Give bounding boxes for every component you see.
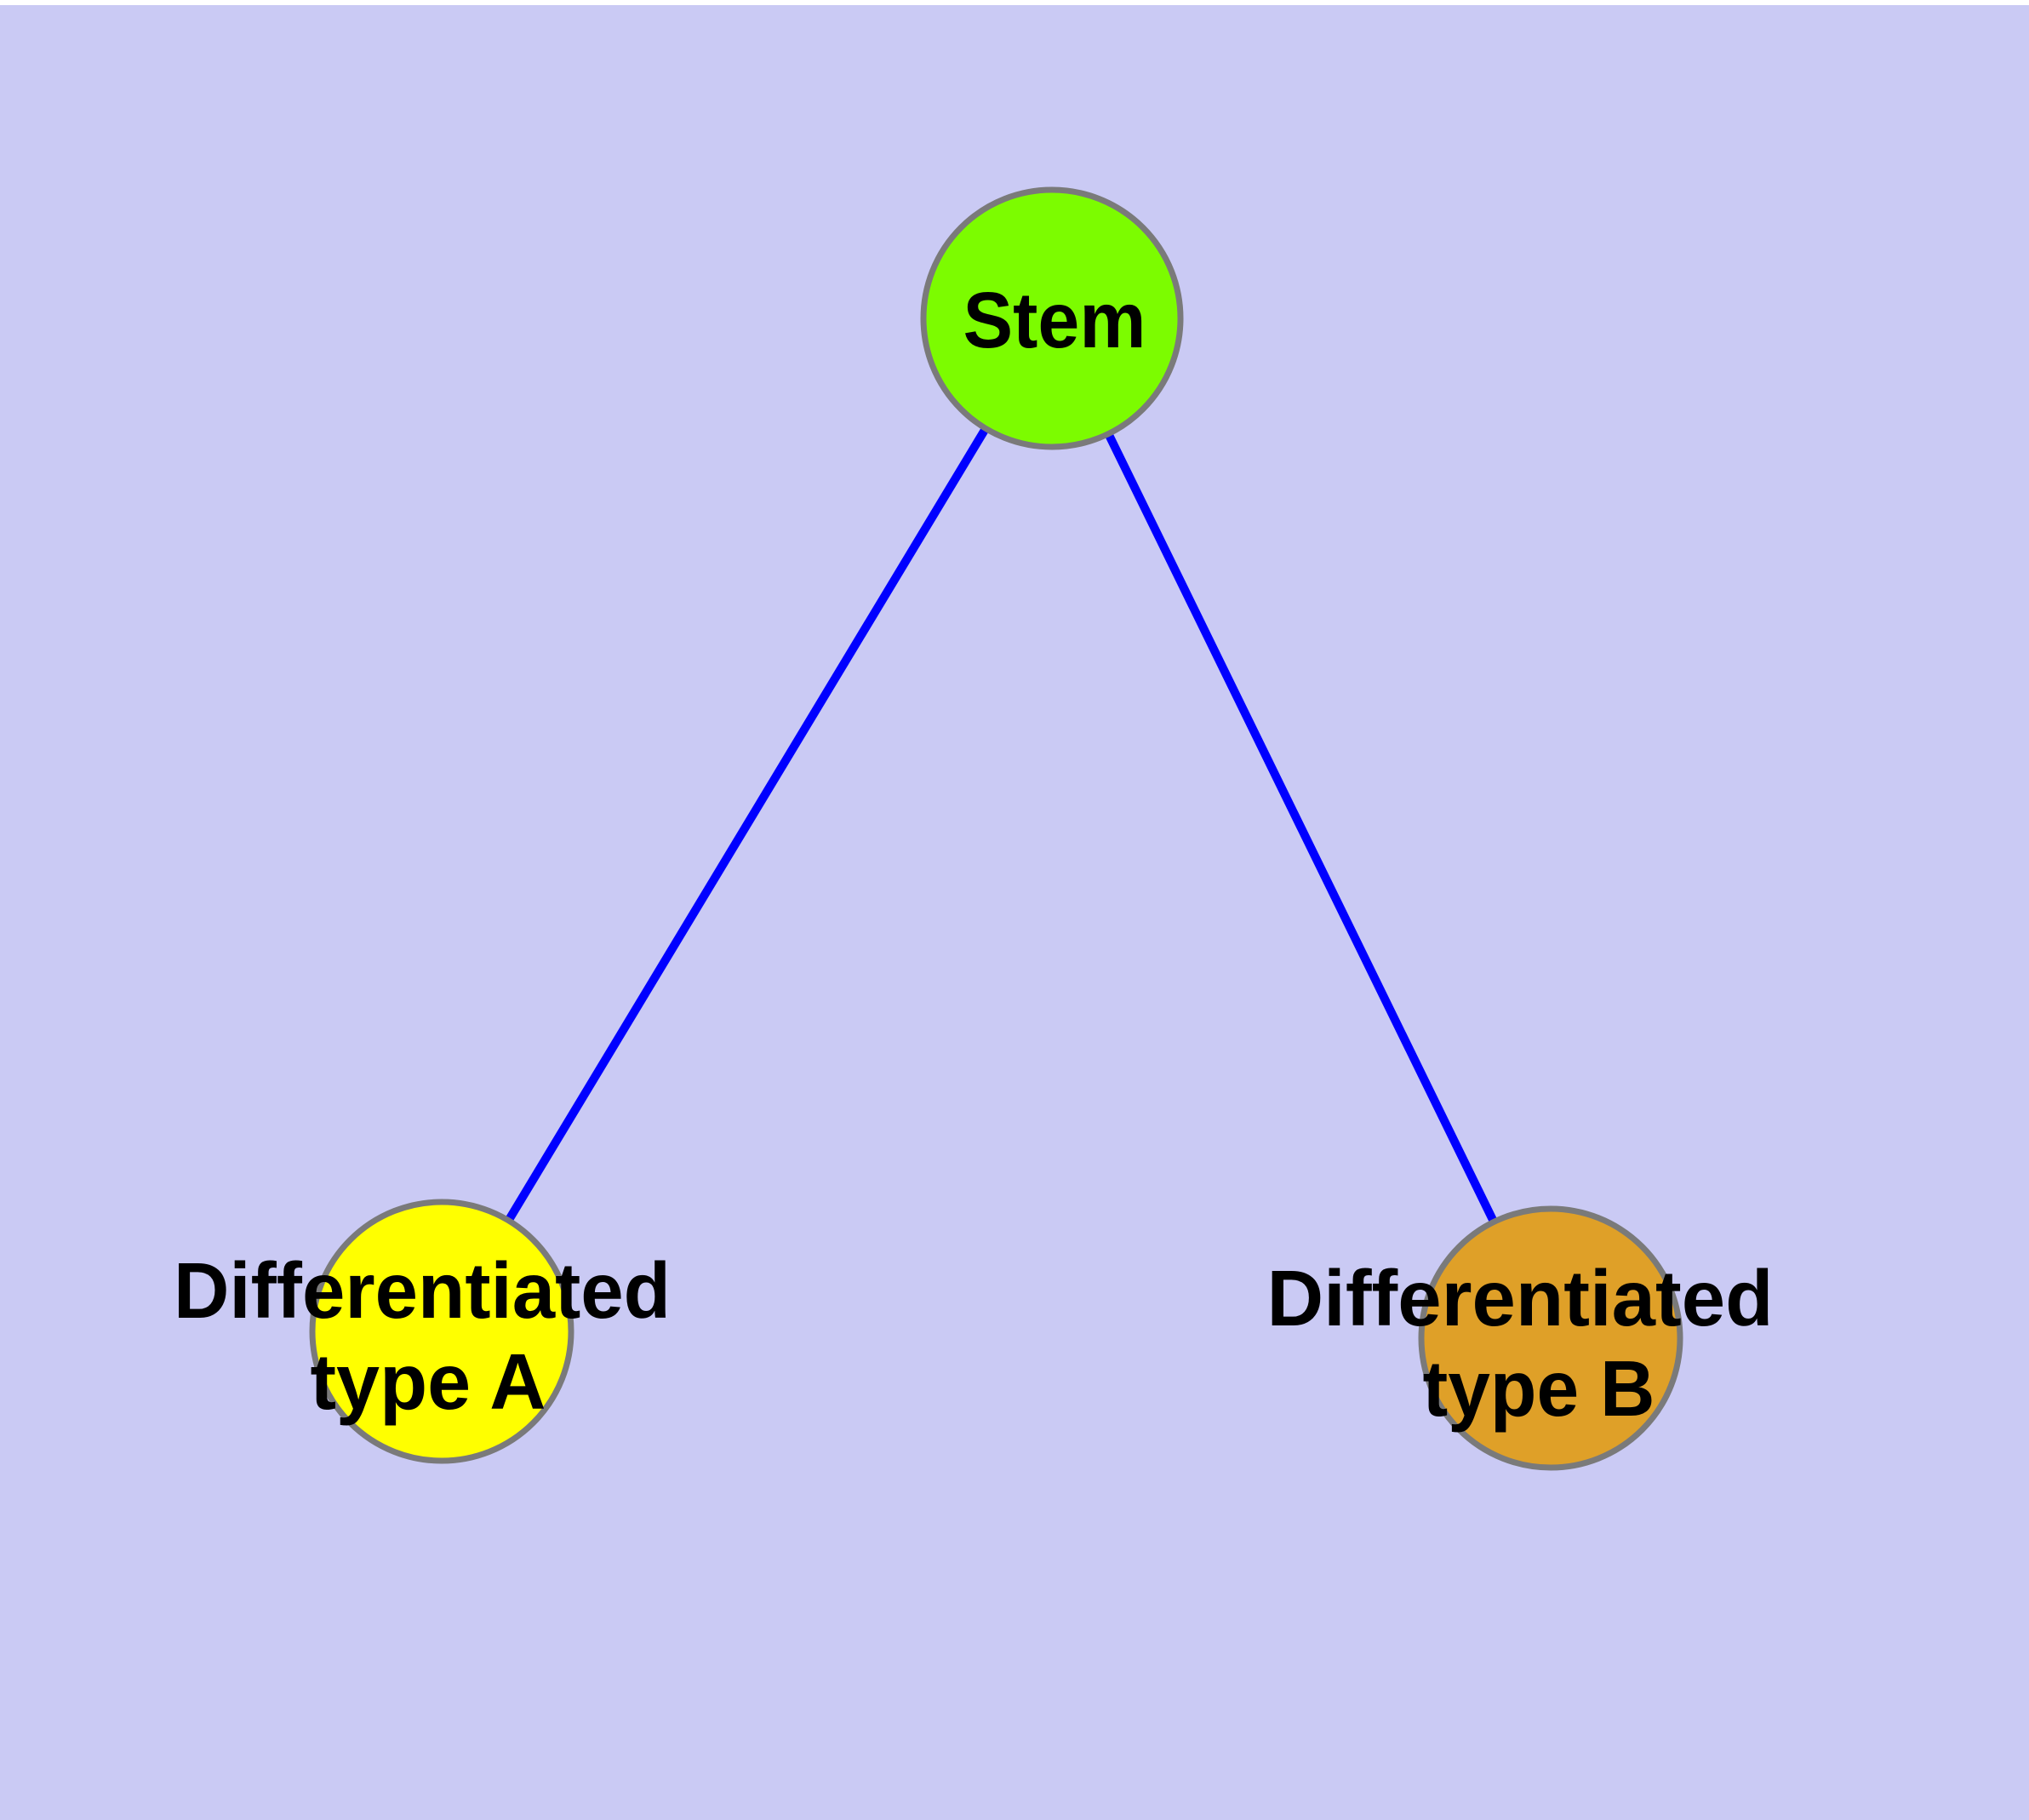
window-top-edge [0,0,2029,5]
node-stem [920,186,1184,450]
node-differentiated-type-b [1418,1205,1683,1471]
node-differentiated-type-a [309,1199,574,1464]
node-stem-label-line-1: Stem [963,276,1146,364]
node-differentiated-type-a-label-line-2: type A [311,1337,546,1426]
node-differentiated-type-b-label-line-2: type B [1423,1344,1655,1433]
node-differentiated-type-a-label-line-1: Differentiated [174,1246,671,1335]
edge-stem-to-a [437,316,1056,1334]
node-differentiated-type-b-label-line-1: Differentiated [1267,1254,1774,1342]
edge-stem-to-b [1048,316,1555,1341]
edges-layer [437,316,1555,1341]
stem-differentiation-diagram: Stem node with edges to Differentiated t… [0,5,2029,1820]
nodes-layer [309,186,1683,1471]
diagram-canvas: Stem node with edges to Differentiated t… [0,5,2029,1820]
